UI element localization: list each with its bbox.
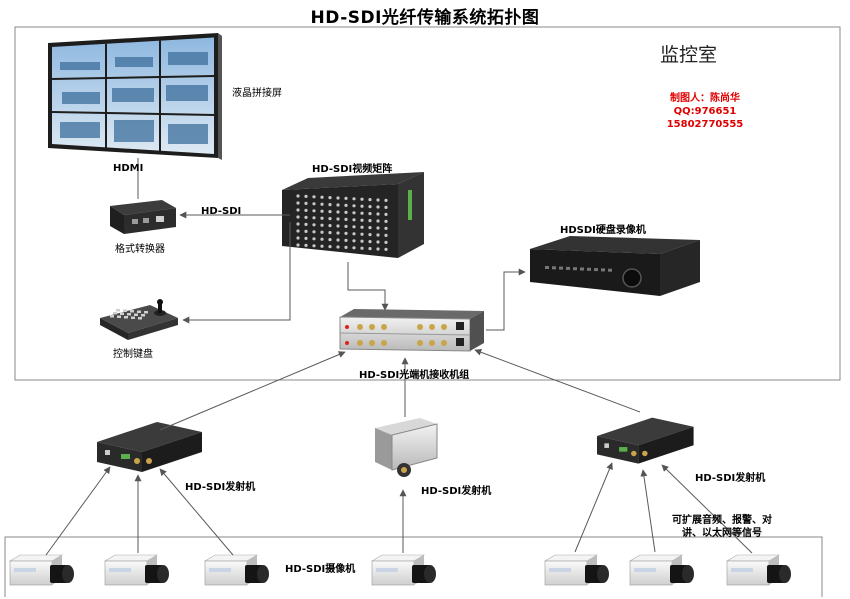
- control-keyboard-icon: [100, 299, 178, 340]
- dvr-icon: [530, 236, 700, 296]
- hd-sdi-link-label: HD-SDI: [201, 206, 242, 217]
- camera-icon: [543, 554, 609, 586]
- camera-link: [640, 469, 656, 553]
- optical-receiver-rack-icon: [339, 309, 484, 352]
- camera-label: HD-SDI摄像机: [285, 564, 356, 575]
- matrix-to-receiver-link: [347, 262, 389, 311]
- author-name: 制图人：陈尚华: [670, 93, 740, 104]
- expand-signals-label-line2: 讲、以太网等信号: [682, 528, 762, 539]
- dvr-label: HDSDI硬盘录像机: [560, 225, 646, 236]
- right-transmitter-link: [474, 348, 641, 413]
- transmitter-center-label: HD-SDI发射机: [421, 486, 492, 497]
- camera-icon: [8, 554, 74, 586]
- video-wall-icon: [48, 33, 222, 160]
- transmitter-left-label: HD-SDI发射机: [185, 482, 256, 493]
- camera-link: [45, 466, 111, 556]
- author-qq: QQ:976651: [673, 106, 737, 117]
- keyboard-label: 控制键盘: [113, 349, 153, 360]
- camera-icon: [628, 554, 694, 586]
- page-title: HD-SDI光纤传输系统拓扑图: [310, 8, 540, 28]
- expand-signals-label-line1: 可扩展音频、报警、对: [672, 515, 772, 526]
- author-phone: 15802770555: [666, 119, 744, 130]
- left-transmitter-link: [159, 351, 346, 431]
- format-converter-icon: [110, 200, 176, 234]
- camera-link: [574, 462, 613, 553]
- camera-icon: [203, 554, 269, 586]
- receiver-to-dvr-link: [486, 268, 526, 331]
- video-wall-label: 液晶拼接屏: [232, 88, 282, 99]
- author-info: 制图人：陈尚华 QQ:976651 15802770555: [655, 92, 755, 131]
- hdmi-label: HDMI: [113, 163, 144, 174]
- transmitter-icon: [375, 418, 438, 477]
- matrix-label: HD-SDI视频矩阵: [312, 164, 393, 175]
- transmitter-icon: [97, 422, 202, 472]
- converter-label: 格式转换器: [115, 244, 165, 255]
- monitoring-room-label: 监控室: [660, 44, 718, 66]
- camera-link: [661, 464, 753, 554]
- matrix-to-keyboard-link: [182, 222, 291, 324]
- receiver-group-label: HD-SDI光端机接收机组: [359, 370, 470, 381]
- transmitter-right-label: HD-SDI发射机: [695, 473, 766, 484]
- camera-icon: [725, 554, 791, 586]
- camera-link: [159, 468, 234, 556]
- transmitter-icon: [597, 417, 694, 464]
- camera-icon: [103, 554, 169, 586]
- camera-row-frame: [4, 536, 823, 597]
- camera-icon: [370, 554, 436, 586]
- video-matrix-icon: [282, 172, 424, 258]
